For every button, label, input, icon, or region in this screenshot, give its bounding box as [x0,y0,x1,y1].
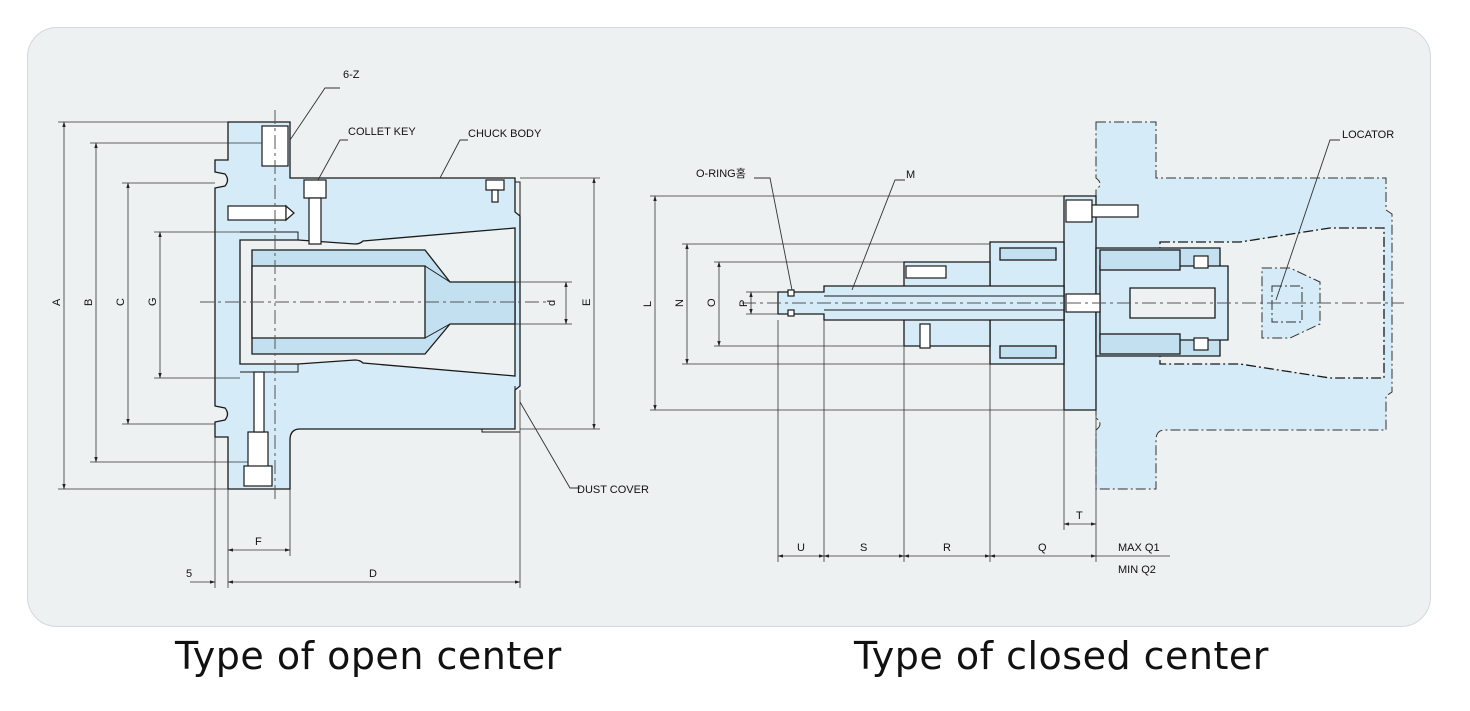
label-oring: O-RING홈 [696,166,746,180]
open-center-drawing: 6-Z COLLET KEY CHUCK BODY DUST COVER A B… [51,69,649,588]
dim-e: E [581,299,593,306]
dim-n: N [674,299,686,307]
label-m: M [906,169,915,181]
label-chuck-body: CHUCK BODY [468,128,542,140]
dim-p: P [738,300,750,307]
collet-key-head [303,179,327,199]
label-locator: LOCATOR [1342,129,1394,141]
dim-r: R [943,542,951,554]
dim-max-q1: MAX Q1 [1118,542,1160,554]
dim-min-q2: MIN Q2 [1118,564,1156,576]
dim-o: O [706,298,718,307]
collet-key-shank [308,197,322,245]
dim-f: F [255,536,262,548]
dim-t: T [1076,510,1083,522]
label-collet-key: COLLET KEY [348,126,416,138]
side-screw [227,205,287,221]
flange-bolt-bottom [247,431,269,469]
closed-center-drawing: O-RING홈 M LOCATOR L N O P U S R Q T MAX … [642,121,1404,576]
dim-c: C [115,298,127,306]
caption-open-center: Type of open center [175,634,562,678]
dim-l: L [642,301,654,307]
dim-s: S [860,542,867,554]
label-dust-cover: DUST COVER [577,484,649,496]
dim-g: G [147,297,159,306]
dim-b: B [83,299,95,306]
caption-closed-center: Type of closed center [854,634,1269,678]
label-6z: 6-Z [343,69,360,81]
dim-a: A [51,298,63,306]
dim-5: 5 [186,568,192,580]
dim-d-small: d [546,300,558,306]
dim-u: U [797,542,805,554]
dim-d: D [369,568,377,580]
dim-q: Q [1038,542,1047,554]
